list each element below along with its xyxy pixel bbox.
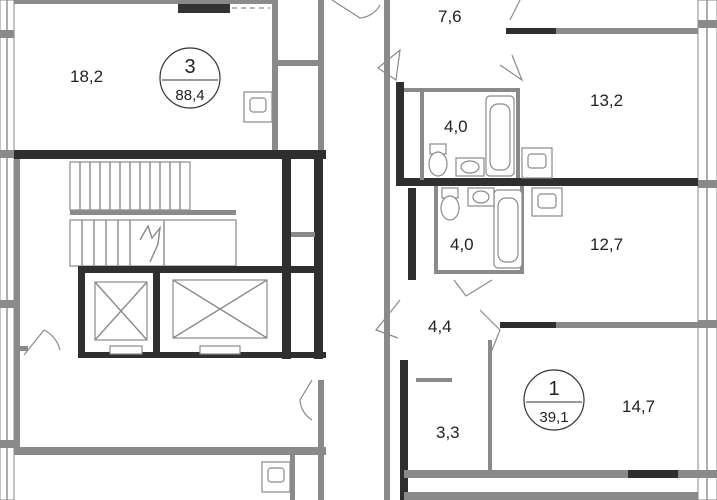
apartment-3-area: 88,4 <box>175 87 204 104</box>
elevator-large <box>172 279 268 355</box>
room-label-bathroom-lower: 4,0 <box>450 235 474 254</box>
stair-elevator-core <box>14 159 326 449</box>
apartment-1-badge: 1 39,1 <box>523 369 585 431</box>
lower-left-area <box>14 440 326 500</box>
room-label-hall-lower: 4,4 <box>428 317 452 336</box>
apartment-3-badge: 3 88,4 <box>159 47 221 109</box>
room-label-bedroom-middle-right: 12,7 <box>590 235 623 254</box>
right-facade-windows <box>697 0 717 500</box>
bathroom-lower <box>434 186 563 274</box>
bathroom-upper <box>404 88 553 180</box>
right-apartments <box>331 0 698 500</box>
apartment-1-number: 1 <box>548 378 559 400</box>
room-label-living: 18,2 <box>70 67 103 86</box>
room-label-storage: 3,3 <box>436 423 460 442</box>
apartment-3 <box>14 0 326 159</box>
apartment-1-area: 39,1 <box>539 409 568 426</box>
room-label-bathroom-upper: 4,0 <box>444 117 468 136</box>
room-label-hall-top: 7,6 <box>438 7 462 26</box>
apartment-3-number: 3 <box>184 56 195 78</box>
room-label-room-1: 14,7 <box>622 397 655 416</box>
room-label-bedroom-upper-right: 13,2 <box>590 91 623 110</box>
top-wall-left <box>14 0 272 13</box>
elevator-small <box>94 281 148 355</box>
staircase <box>69 161 237 267</box>
left-facade-windows <box>0 0 15 500</box>
